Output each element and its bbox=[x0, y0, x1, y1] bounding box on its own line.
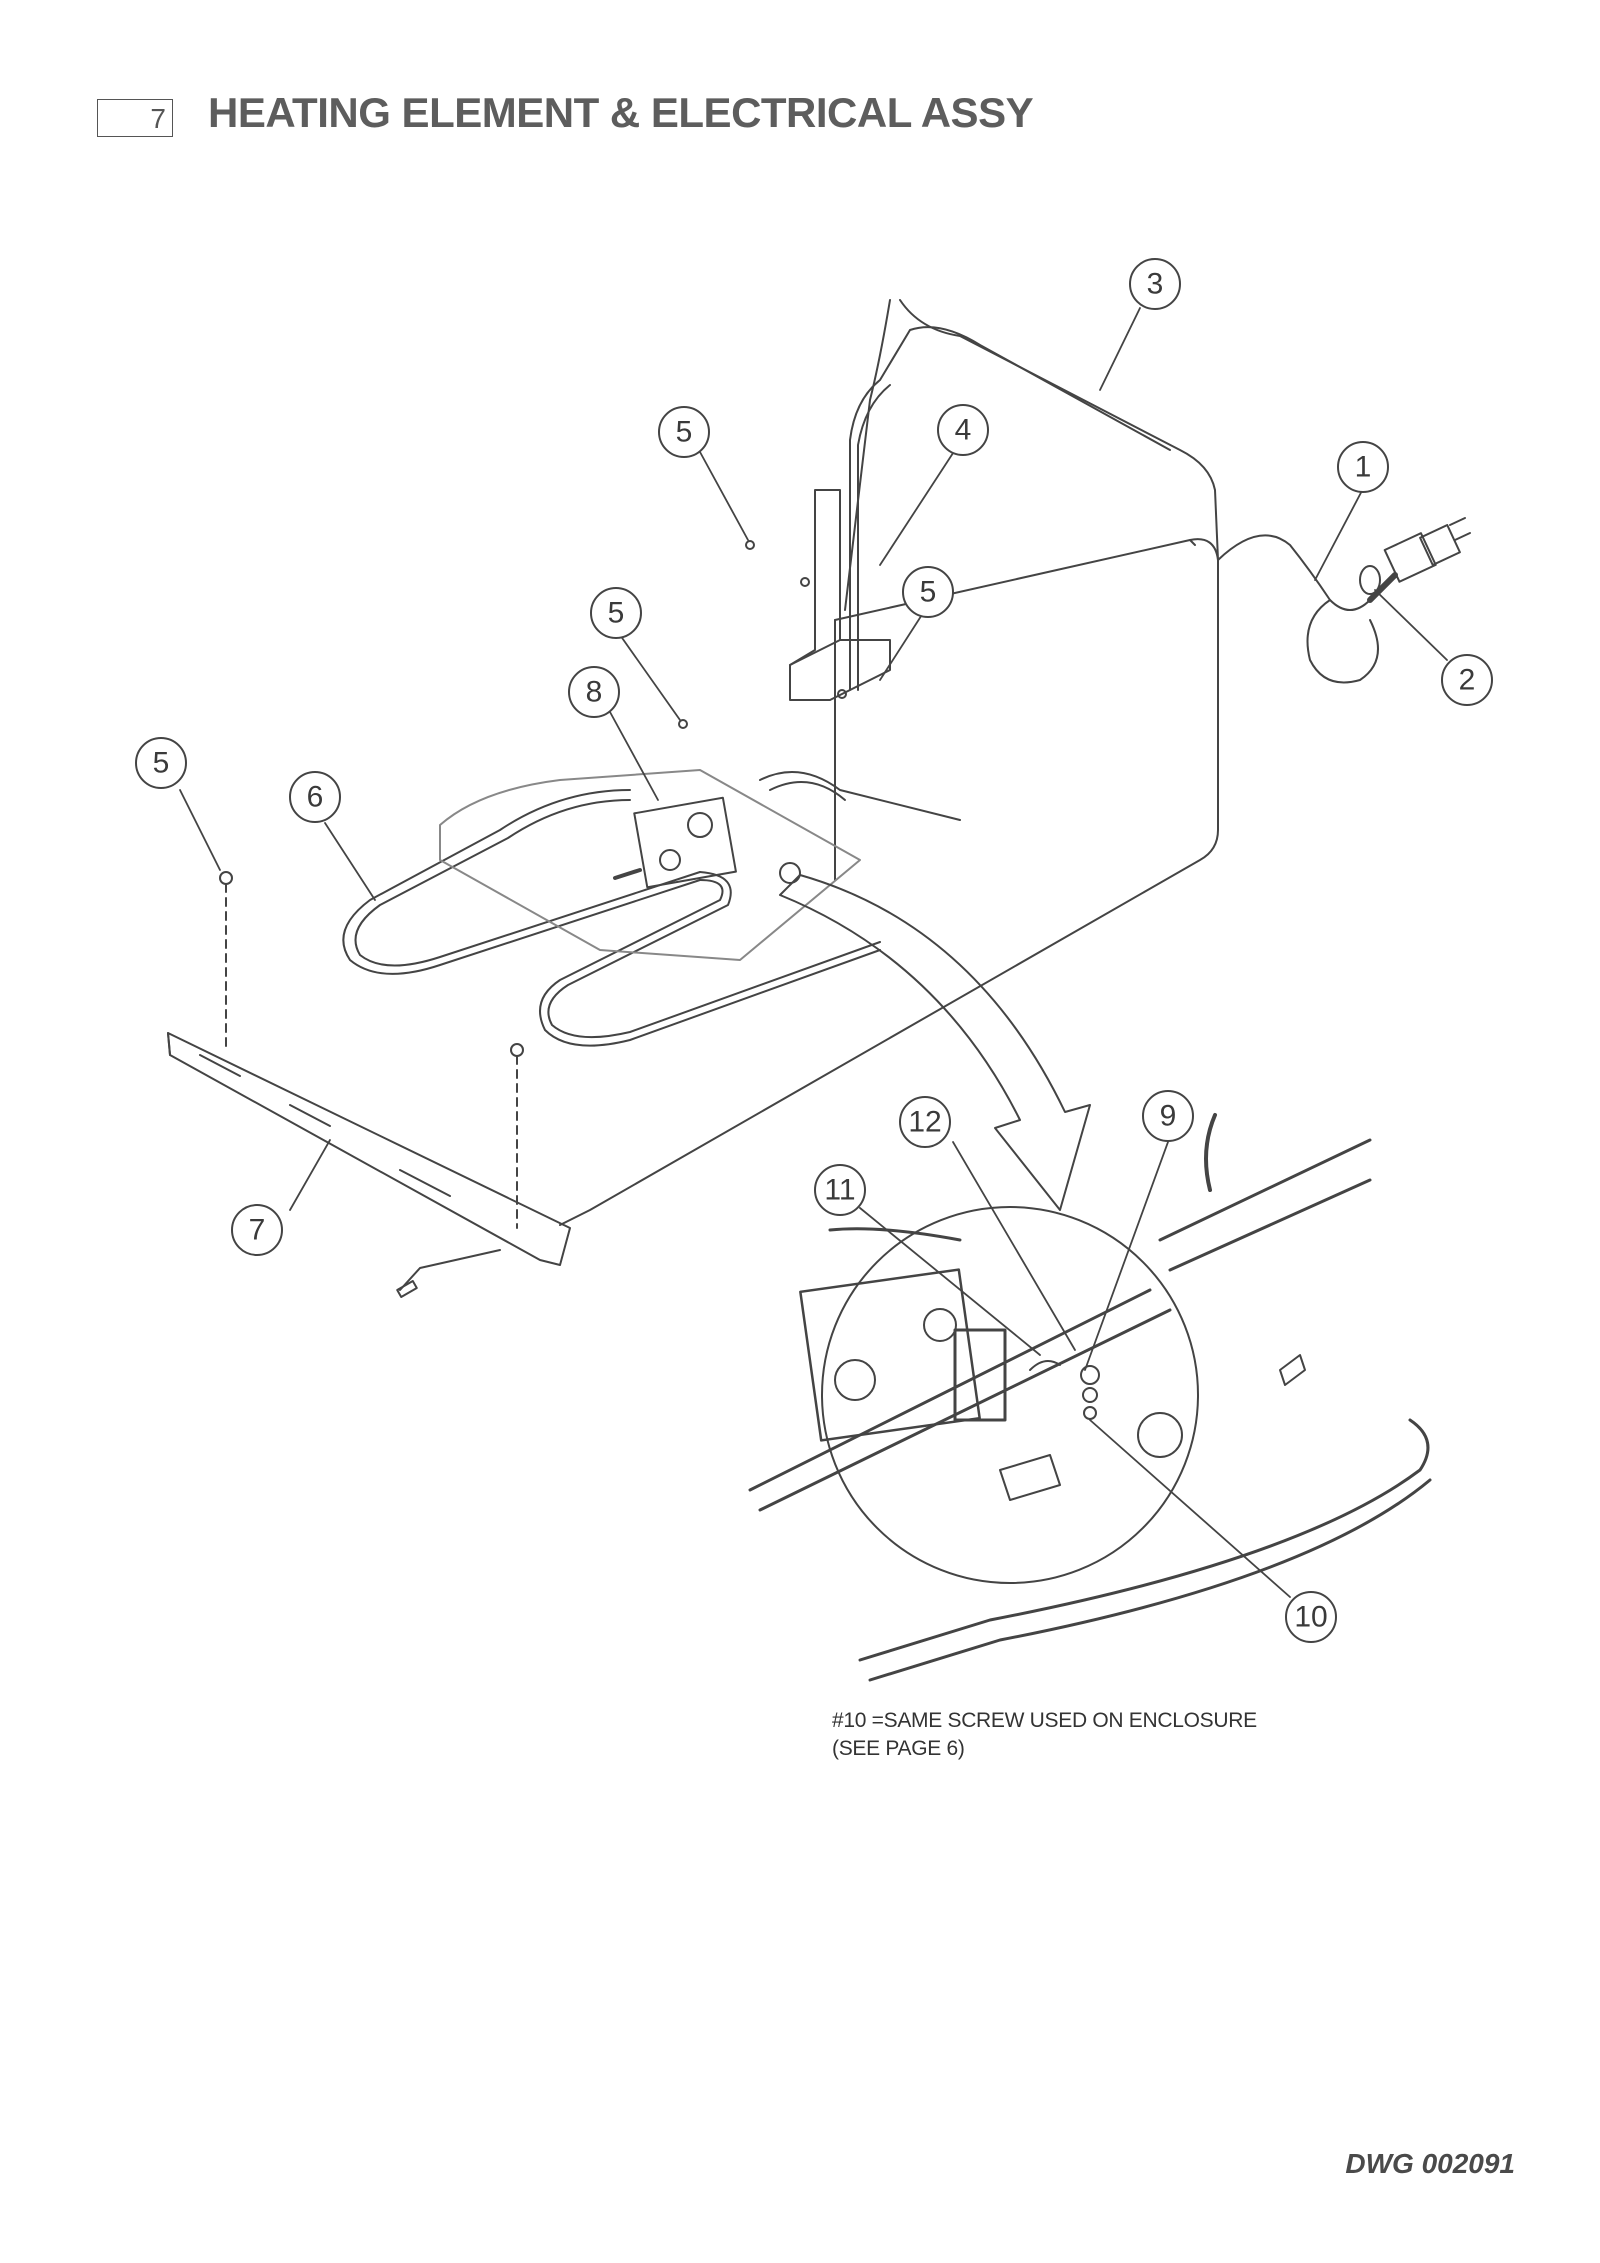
enclosure-box bbox=[559, 299, 1219, 1226]
svg-text:2: 2 bbox=[1459, 664, 1476, 697]
svg-text:5: 5 bbox=[153, 747, 170, 780]
drawing-number: DWG 002091 bbox=[1345, 2148, 1515, 2179]
callout-4: 4 bbox=[937, 404, 989, 456]
detail-arrow bbox=[779, 874, 1091, 1211]
wiring-harness bbox=[759, 326, 1171, 821]
long-bracket bbox=[167, 1032, 571, 1298]
svg-text:5: 5 bbox=[920, 576, 937, 609]
detail-view bbox=[748, 1113, 1432, 1682]
callout-5a: 5 bbox=[658, 406, 710, 458]
svg-text:7: 7 bbox=[249, 1214, 266, 1247]
page-title: HEATING ELEMENT & ELECTRICAL ASSY bbox=[208, 89, 1034, 136]
callout-5b: 5 bbox=[902, 566, 954, 618]
svg-text:11: 11 bbox=[824, 1174, 855, 1207]
screws bbox=[219, 540, 847, 1229]
callout-5c: 5 bbox=[590, 587, 642, 639]
svg-text:5: 5 bbox=[608, 597, 625, 630]
svg-text:1: 1 bbox=[1355, 451, 1372, 484]
callout-8: 8 bbox=[568, 666, 620, 718]
svg-text:10: 10 bbox=[1294, 1601, 1327, 1634]
page-number-box: 7 bbox=[97, 99, 173, 137]
heating-element bbox=[342, 769, 881, 1047]
callout-2: 2 bbox=[1441, 654, 1493, 706]
mounting-bracket bbox=[789, 489, 891, 701]
svg-text:4: 4 bbox=[955, 414, 972, 447]
callout-6: 6 bbox=[289, 771, 341, 823]
callout-3: 3 bbox=[1129, 258, 1181, 310]
callout-12: 12 bbox=[899, 1096, 951, 1148]
callout-badges: 1 2 3 4 5 5 5 5 6 7 8 9 10 11 12 bbox=[135, 258, 1493, 1643]
power-cord bbox=[1217, 517, 1471, 684]
screw-note: #10 =SAME SCREW USED ON ENCLOSURE (SEE P… bbox=[832, 1707, 1257, 1763]
callout-10: 10 bbox=[1285, 1591, 1337, 1643]
callout-1: 1 bbox=[1337, 441, 1389, 493]
svg-text:12: 12 bbox=[908, 1106, 941, 1139]
callout-11: 11 bbox=[814, 1164, 866, 1216]
callout-7: 7 bbox=[231, 1204, 283, 1256]
svg-text:8: 8 bbox=[586, 676, 603, 709]
callout-9: 9 bbox=[1142, 1090, 1194, 1142]
svg-text:3: 3 bbox=[1147, 268, 1164, 301]
callout-5d: 5 bbox=[135, 737, 187, 789]
screw-note-line-2: (SEE PAGE 6) bbox=[832, 1737, 965, 1760]
strain-relief bbox=[1359, 565, 1381, 595]
svg-text:6: 6 bbox=[307, 781, 324, 814]
thermostat bbox=[613, 796, 801, 889]
leader-lines bbox=[179, 307, 1448, 1598]
svg-text:9: 9 bbox=[1160, 1100, 1177, 1133]
screw-note-line-1: #10 =SAME SCREW USED ON ENCLOSURE bbox=[832, 1709, 1257, 1732]
svg-text:5: 5 bbox=[676, 416, 693, 449]
page-number: 7 bbox=[150, 103, 166, 134]
